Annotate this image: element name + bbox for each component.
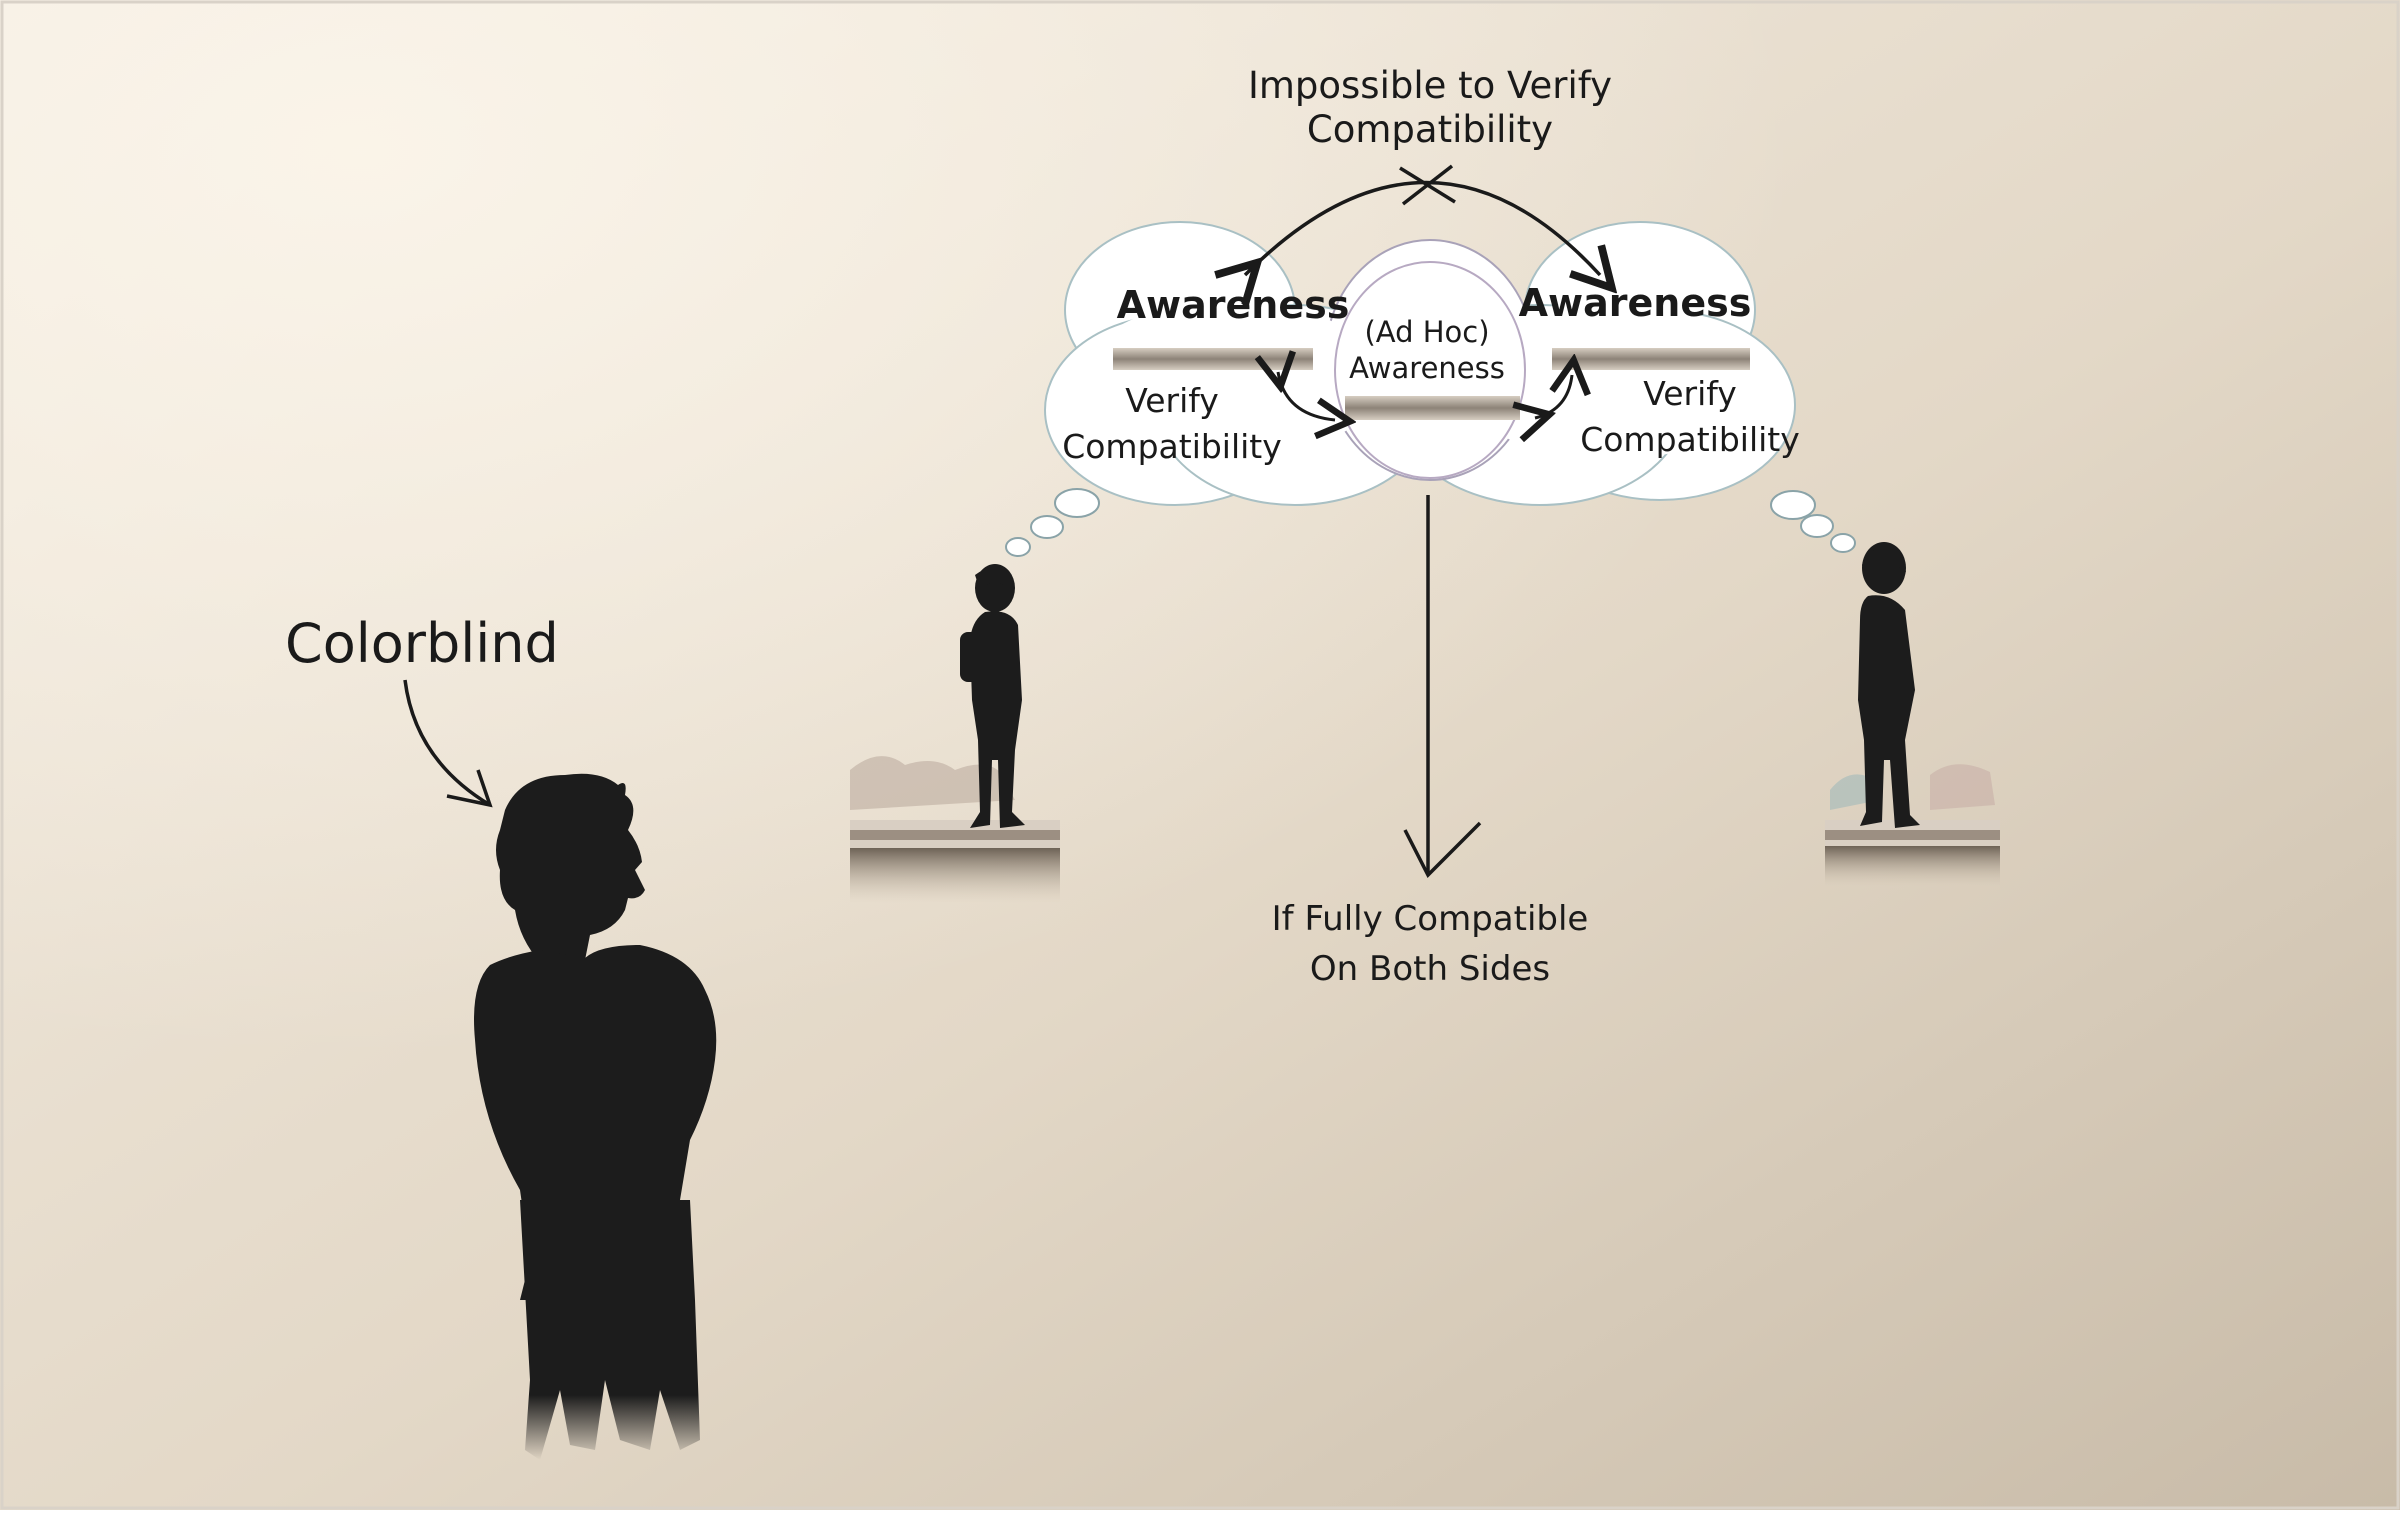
standing-woman-silhouette (960, 564, 1025, 828)
left-compatibility-label: Compatibility (1062, 427, 1282, 466)
cross-mark (1399, 164, 1456, 206)
left-verify-arrow (1278, 372, 1335, 420)
center-awareness-label: Awareness (1349, 351, 1505, 385)
right-awareness-label: Awareness (1519, 281, 1752, 325)
right-verify-label: Verify (1643, 374, 1737, 413)
bottom-result-line1: If Fully Compatible (1272, 899, 1589, 939)
center-adhoc-label: (Ad Hoc) (1364, 315, 1489, 349)
thought-bubble-right-3 (1830, 533, 1856, 553)
thought-bubble-left-3 (1005, 537, 1031, 557)
top-title-line2: Compatibility (1307, 108, 1553, 151)
colorblind-arrow-head (446, 769, 493, 808)
standing-man-silhouette (1858, 542, 1920, 828)
left-divider-bar (1113, 348, 1313, 370)
down-arrow-head (1403, 821, 1482, 878)
right-compatibility-label: Compatibility (1580, 420, 1800, 459)
top-title-line1: Impossible to Verify (1248, 64, 1612, 107)
right-divider-bar (1552, 348, 1750, 370)
right-verify-arrow (1535, 375, 1572, 418)
thought-bubble-left-1 (1054, 488, 1100, 518)
colorblind-man-silhouette (474, 773, 717, 1460)
thought-bubble-right-2 (1800, 514, 1834, 538)
thought-bubble-right-1 (1770, 490, 1816, 520)
bottom-result-line2: On Both Sides (1310, 949, 1550, 989)
colorblind-label: Colorblind (285, 612, 559, 675)
colorblind-arrow (403, 679, 491, 807)
thought-bubble-left-2 (1030, 515, 1064, 539)
center-divider-bar (1345, 396, 1520, 420)
left-awareness-label: Awareness (1117, 283, 1350, 327)
left-ledge (850, 756, 1060, 903)
left-verify-label: Verify (1125, 381, 1219, 420)
